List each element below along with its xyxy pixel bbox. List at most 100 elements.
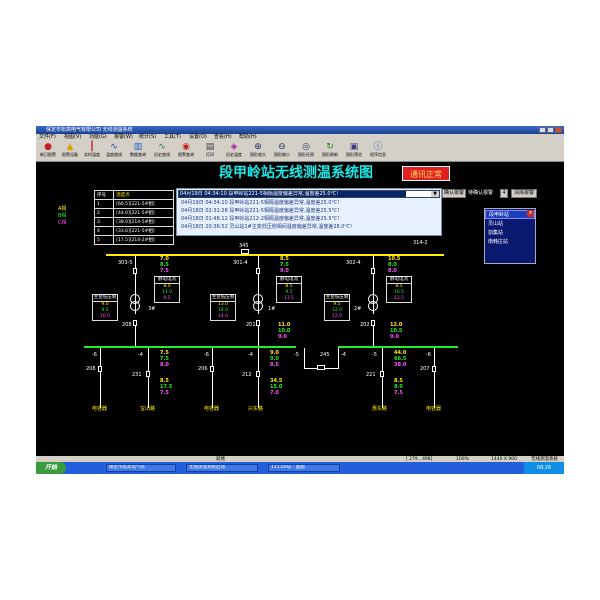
alarm-list-item[interactable]: 04月18日 20:36:52 灵山站1#主变低压侧相间温度偏差异常,温度差28… [181, 224, 353, 230]
maximize-icon[interactable] [547, 127, 554, 133]
circuit-breaker[interactable] [256, 268, 260, 274]
info-icon: ⓘ [373, 142, 383, 152]
chevron-down-icon[interactable]: ▼ [431, 191, 439, 197]
menu-alarm[interactable]: 报警(W) [114, 134, 133, 140]
minimize-icon[interactable] [539, 127, 546, 133]
table-cell: [44.0][221-5#相] [113, 208, 174, 218]
switch-label: 221 [366, 372, 376, 378]
temp-value-a: 34.5 [270, 378, 283, 384]
switch-label: -5 [372, 352, 377, 358]
temp-value-b: 8.0 [388, 262, 397, 268]
alarm-list-item[interactable]: 04月18日 01:48:12 段甲岭站212-2相隔温度偏差异常,温度差25.… [181, 216, 340, 222]
history-curve-icon: ∿ [158, 142, 166, 152]
station-item[interactable]: 南韩庄站 [488, 239, 509, 245]
feeder-line [434, 348, 435, 408]
circuit-breaker[interactable] [256, 320, 260, 326]
app-screen: 保定市松高电气有限公司 无线测温系统 文件(F) 视图(V) 功能(G) 报警(… [36, 126, 564, 474]
menu-view[interactable]: 视图(V) [64, 134, 82, 140]
circuit-breaker[interactable] [133, 268, 137, 274]
menu-statistics[interactable]: 统计(S) [139, 134, 157, 140]
toolbar-button-alarm-query[interactable]: ◉报警查询 [178, 142, 194, 157]
close-icon[interactable] [555, 127, 562, 133]
alarm-selected-item[interactable]: 04月19日 04:34:10 段甲岭站221-5相隔温度偏差异常,温度差25.… [179, 191, 406, 197]
taskbar-item[interactable]: 保定市松高电气有 [106, 464, 176, 472]
circuit-breaker[interactable] [256, 371, 260, 377]
station-item[interactable]: 灵山站 [488, 221, 504, 227]
station-item-selected[interactable]: 段甲岭站 [485, 210, 535, 219]
table-cell: 3 [93, 217, 115, 227]
bus-tie-breaker[interactable] [317, 365, 325, 370]
toolbar-button-history-temp[interactable]: ◈历史温度 [226, 142, 242, 157]
bay-line [373, 256, 374, 314]
temp-value-a: 11.0 [278, 322, 291, 328]
toolbar-button-realtime-temp[interactable]: ┃实时温度 [84, 142, 100, 157]
table-row: 3[38.0][214-5#相] [93, 217, 174, 227]
toolbar-button-alarm-device[interactable]: ▲报警设备 [62, 142, 78, 157]
circuit-breaker[interactable] [146, 371, 150, 377]
alarm-select[interactable]: 04月19日 04:34:10 段甲岭站221-5相隔温度偏差异常,温度差25.… [178, 190, 440, 198]
temp-value-b: 66.5 [394, 356, 407, 362]
circuit-breaker[interactable] [432, 366, 436, 372]
temp-value-c: 12.0 [331, 314, 343, 319]
confirm-alarm-button[interactable]: 确认报警 [442, 189, 466, 198]
menu-view2[interactable]: 查看(H) [214, 134, 232, 140]
table-cell: [66.5][221-5#相] [113, 199, 174, 209]
circuit-breaker[interactable] [210, 366, 214, 372]
transformer-winding-icon[interactable] [130, 301, 140, 311]
menu-function[interactable]: 功能(G) [89, 134, 107, 140]
table-row: 2[44.0][221-5#相] [93, 208, 174, 218]
alarm-list-item[interactable]: 04月18日 02:31:28 段甲岭站221-5相隔温度偏差异常,温度差25.… [181, 208, 340, 214]
toolbar-button-restore[interactable]: ◎图形还原 [298, 142, 314, 157]
feeder-name: 电容器 [204, 406, 220, 412]
feeder-line [258, 348, 259, 408]
switch-label: 302-4 [346, 260, 361, 266]
taskbar-item[interactable]: 111.bmp - 画图 [268, 464, 340, 472]
table-header: 序号 [93, 190, 115, 200]
toolbar-button-zoom-in[interactable]: ⊕图形放大 [250, 142, 266, 157]
taskbar-item[interactable]: 无线测温系统启动 [186, 464, 258, 472]
table-cell: [38.0][214-5#相] [113, 217, 174, 227]
start-button[interactable]: 开始 [36, 462, 66, 474]
circuit-breaker[interactable] [133, 320, 137, 326]
communication-status-button[interactable]: 通讯正常 [402, 166, 450, 181]
top-temperature-table: 序号 温度点 1[66.5][221-5#相] 2[44.0][221-5#相]… [93, 190, 174, 245]
toolbar-button-daily-alarm[interactable]: ●新日报警 [40, 142, 56, 157]
toolbar-button-print[interactable]: ▤打印 [205, 142, 215, 157]
temp-value-b: 7.5 [160, 356, 169, 362]
toolbar-button-zoom-out[interactable]: ⊖图形缩小 [274, 142, 290, 157]
app-name: 无线测温系统 [531, 457, 558, 462]
switch-label: -5 [294, 352, 299, 358]
toolbar-button-refresh[interactable]: ↻图形刷新 [322, 142, 338, 157]
menu-tools[interactable]: 工具(T) [164, 134, 181, 140]
toolbar-button-preview[interactable]: ▣图形预览 [346, 142, 362, 157]
close-icon[interactable]: × [527, 210, 534, 217]
table-header: 温度点 [113, 190, 174, 200]
circuit-breaker[interactable] [380, 371, 384, 377]
clear-alarm-button[interactable]: 清除报警 [511, 189, 537, 198]
temp-value-c: 13.5 [283, 296, 295, 301]
toolbar-button-data-query[interactable]: ▥数据查询 [130, 142, 146, 157]
toolbar-button-history-curve[interactable]: ∿历史曲线 [154, 142, 170, 157]
bus-section-switch[interactable] [241, 249, 249, 254]
station-item[interactable]: 割集站 [488, 230, 504, 236]
transformer-lv-box: 主变低压侧 9.0 9.5 10.0 [92, 294, 118, 321]
toolbar-button-temp-curve[interactable]: ∿温度曲线 [106, 142, 122, 157]
window-titlebar: 保定市松高电气有限公司 无线测温系统 [36, 126, 564, 134]
circuit-breaker[interactable] [98, 366, 102, 372]
temp-value-b: 8.0 [394, 384, 403, 390]
transformer-winding-icon[interactable] [368, 301, 378, 311]
alarm-list-item[interactable]: 04月19日 04:34:10 段甲岭站221-5相隔温度偏差异常,温度差25.… [181, 200, 340, 206]
menu-help[interactable]: 帮助(H) [239, 134, 257, 140]
temp-value-b: 10.5 [393, 290, 405, 295]
menu-settings[interactable]: 设置(O) [189, 134, 207, 140]
box-header: 主变低压侧 [93, 295, 117, 302]
circuit-breaker[interactable] [371, 320, 375, 326]
menu-file[interactable]: 文件(F) [39, 134, 56, 140]
feeder-line [382, 348, 383, 408]
table-cell: 5 [93, 235, 115, 245]
circuit-breaker[interactable] [371, 268, 375, 274]
bus-tie-line [304, 348, 305, 368]
bay-line [258, 326, 259, 346]
transformer-winding-icon[interactable] [253, 301, 263, 311]
